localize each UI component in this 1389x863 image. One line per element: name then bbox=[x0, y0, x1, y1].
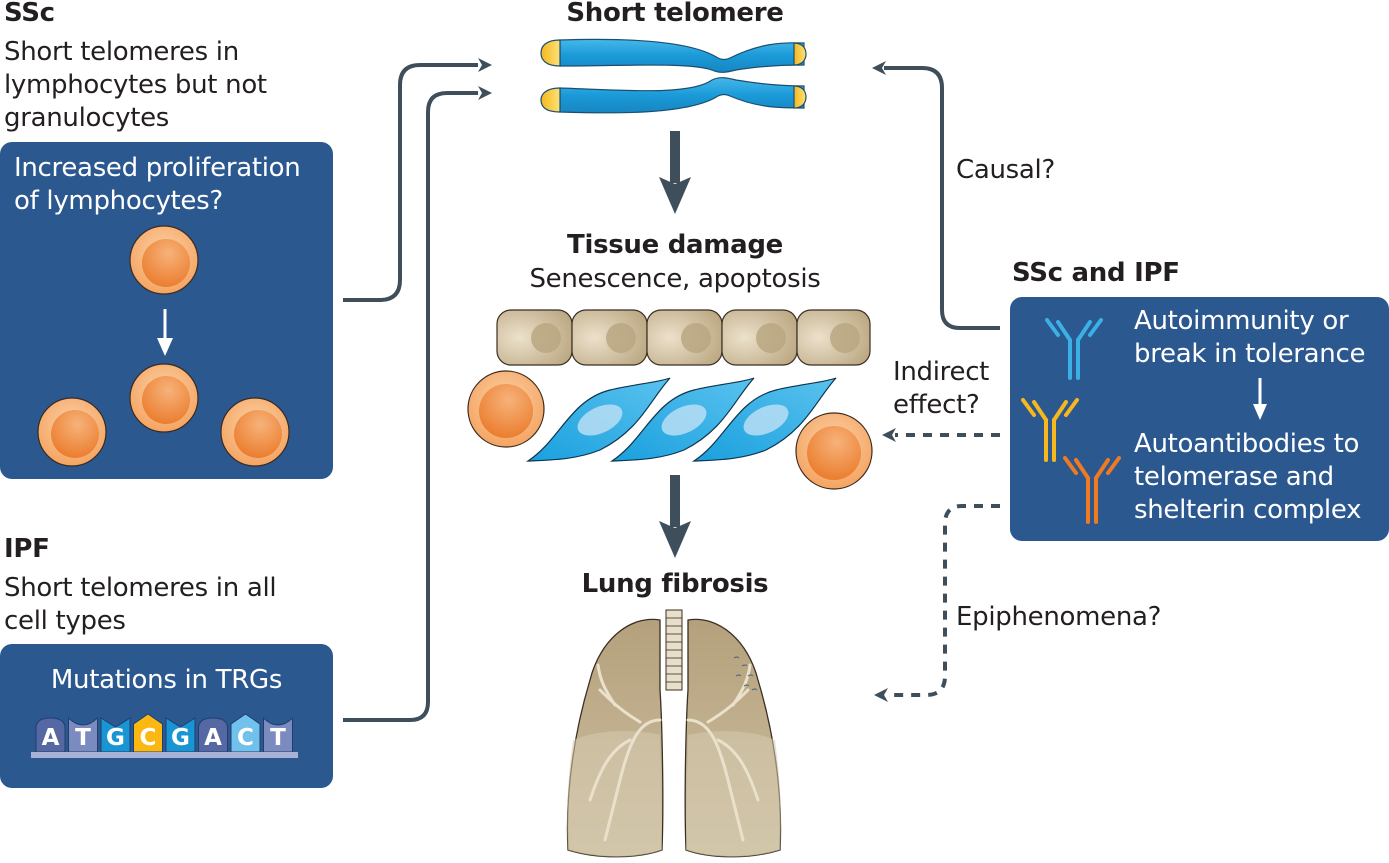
nucleotide-block bbox=[35, 717, 66, 753]
right-panel-bg bbox=[1010, 297, 1389, 541]
epithelial-cell-icon bbox=[796, 309, 871, 366]
dna-backbone bbox=[31, 752, 298, 758]
epithelial-cells bbox=[496, 309, 871, 366]
arrowhead-icon bbox=[872, 61, 886, 75]
lymphocyte-icon bbox=[129, 225, 199, 295]
ssc-title: SSc bbox=[4, 0, 55, 28]
nucleotide-letter: G bbox=[171, 725, 190, 751]
ipf-title: IPF bbox=[4, 534, 50, 564]
nucleotide-letter: T bbox=[270, 725, 286, 751]
tissue-damage-subtitle: Senescence, apoptosis bbox=[529, 264, 821, 294]
epiphenomena-arrow bbox=[890, 504, 1000, 697]
right-panel-top-text: Autoimmunity or break in tolerance bbox=[1134, 306, 1366, 369]
nucleotide-letter: C bbox=[237, 725, 254, 751]
arrowhead-icon bbox=[478, 86, 492, 100]
nucleotide-letter: G bbox=[106, 725, 125, 751]
lymphocyte-icon bbox=[220, 397, 290, 467]
epiphenomena-label: Epiphenomena? bbox=[956, 602, 1162, 632]
epithelial-cell-icon bbox=[571, 309, 648, 366]
nucleotide-letter: C bbox=[140, 725, 157, 751]
causal-label: Causal? bbox=[956, 155, 1055, 185]
arrowhead-icon bbox=[478, 58, 492, 72]
lymphocyte-icon bbox=[467, 370, 545, 448]
down-arrow-icon bbox=[659, 475, 691, 558]
nucleotide-letter: A bbox=[42, 725, 60, 751]
fibroblast-icon bbox=[525, 377, 671, 462]
nucleotide-block bbox=[198, 717, 228, 753]
arrowhead-icon bbox=[874, 688, 888, 702]
causal-arrow bbox=[884, 66, 1000, 330]
ssc-ipf-title: SSc and IPF bbox=[1012, 258, 1180, 288]
epithelial-cell-icon bbox=[496, 309, 573, 366]
ssc-to-telomere-arrow bbox=[343, 63, 478, 302]
ssc-description: Short telomeres in lymphocytes but not g… bbox=[4, 37, 267, 133]
nucleotide-letter: A bbox=[204, 725, 222, 751]
lymphocyte-icon bbox=[37, 397, 107, 467]
ipf-description: Short telomeres in all cell types bbox=[4, 573, 277, 636]
down-arrow-icon bbox=[659, 131, 691, 214]
ipf-to-telomere-arrow bbox=[343, 91, 478, 722]
short-telomere-title: Short telomere bbox=[566, 0, 784, 28]
lung-fibrosis-title: Lung fibrosis bbox=[581, 569, 769, 599]
fibroblast-icon bbox=[691, 377, 837, 462]
epithelial-cell-icon bbox=[721, 309, 798, 366]
lungs-icon bbox=[566, 609, 782, 858]
arrowhead-icon bbox=[882, 428, 896, 442]
ipf-panel-title: Mutations in TRGs bbox=[50, 665, 283, 695]
nucleotide-letter: T bbox=[75, 725, 91, 751]
lymphocyte-icon bbox=[795, 412, 873, 490]
nucleotide-block bbox=[68, 716, 98, 753]
antibody-icon bbox=[1021, 398, 1079, 462]
down-arrow-icon bbox=[1253, 378, 1267, 420]
right-panel-bottom-text: Autoantibodies to telomerase and shelter… bbox=[1134, 429, 1362, 525]
tissue-damage-title: Tissue damage bbox=[567, 230, 783, 260]
epithelial-cell-icon bbox=[646, 309, 723, 366]
antibody-icon bbox=[1063, 456, 1121, 524]
antibody-icon bbox=[1045, 318, 1103, 380]
chromosome-icon bbox=[540, 38, 807, 114]
lymphocyte-icon bbox=[129, 363, 199, 433]
ssc-panel-text: Increased proliferation of lymphocytes? bbox=[14, 153, 301, 216]
indirect-effect-label: Indirect effect? bbox=[893, 357, 990, 420]
down-arrow-icon bbox=[157, 309, 173, 356]
nucleotide-block bbox=[263, 716, 293, 753]
fibroblast-icon bbox=[609, 377, 755, 462]
